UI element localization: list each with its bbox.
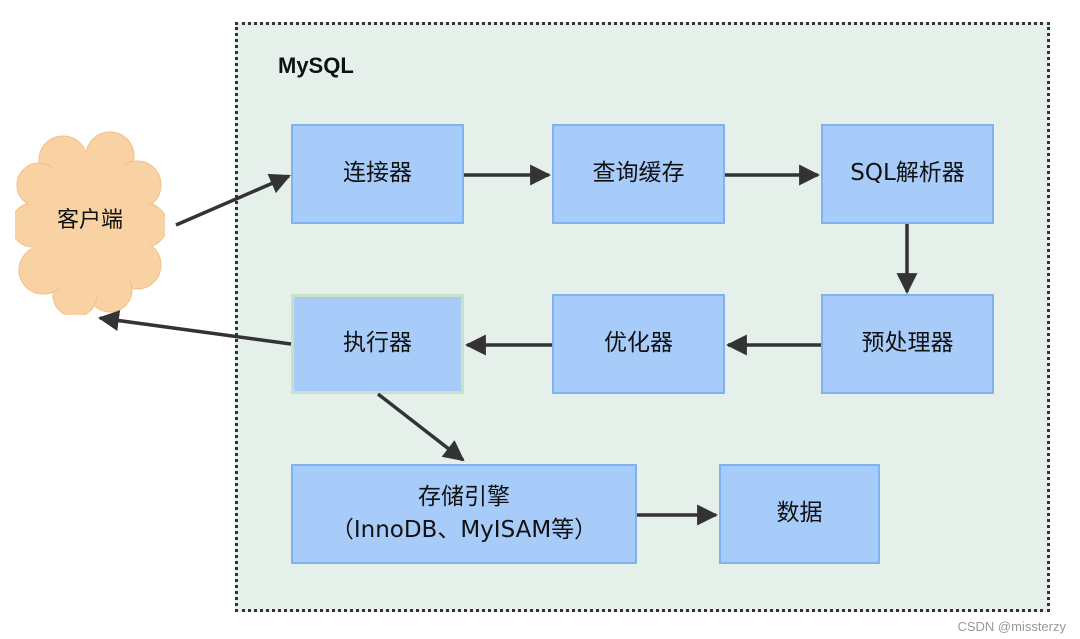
storage-engine-node: 存储引擎 （InnoDB、MyISAM等） xyxy=(291,464,637,564)
client-cloud xyxy=(15,131,165,315)
connector-node: 连接器 xyxy=(291,124,464,224)
watermark: CSDN @missterzy xyxy=(957,619,1066,634)
optimizer-node: 优化器 xyxy=(552,294,725,394)
storage-engine-line2: （InnoDB、MyISAM等） xyxy=(330,517,598,543)
storage-engine-line1: 存储引擎 xyxy=(418,483,510,510)
sql-parser-node: SQL解析器 xyxy=(821,124,994,224)
client-label: 客户端 xyxy=(56,208,123,233)
executor-node: 执行器 xyxy=(291,294,464,394)
container-title: MySQL xyxy=(278,53,354,78)
query-cache-node: 查询缓存 xyxy=(552,124,725,224)
data-node: 数据 xyxy=(719,464,880,564)
preprocessor-node: 预处理器 xyxy=(821,294,994,394)
